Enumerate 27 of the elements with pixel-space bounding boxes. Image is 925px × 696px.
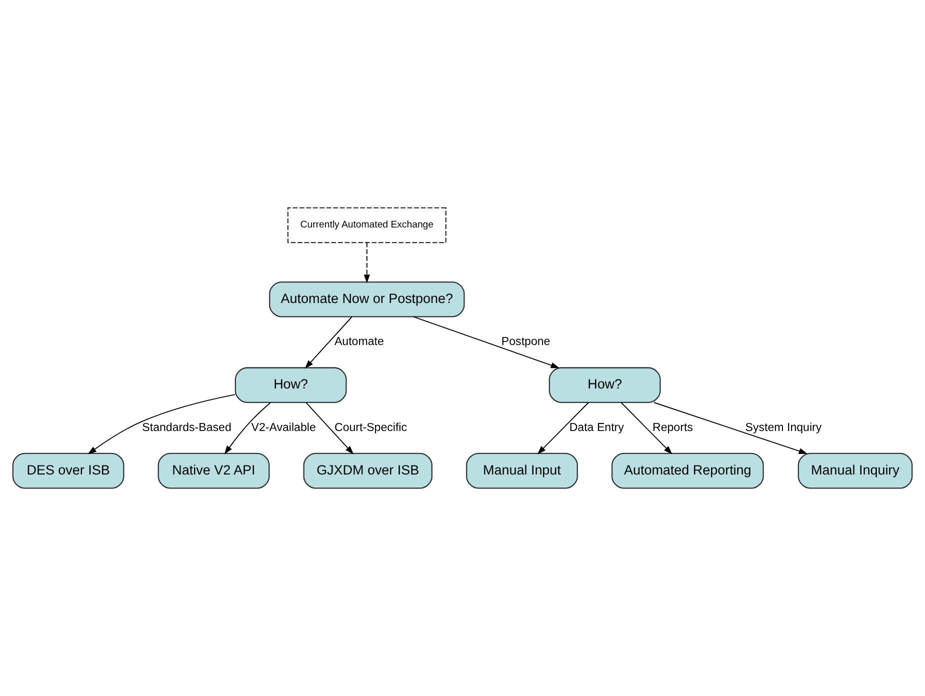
edge-label: Data Entry bbox=[569, 422, 624, 434]
arrow bbox=[306, 402, 354, 454]
node-box: Manual Input bbox=[466, 452, 578, 489]
arrow bbox=[413, 316, 560, 368]
edge-label: Automate bbox=[334, 336, 384, 348]
edge-label: Court-Specific bbox=[334, 422, 408, 434]
node-box: Native V2 API bbox=[158, 452, 270, 489]
node-box: Manual Inquiry bbox=[798, 452, 913, 489]
arrow bbox=[620, 402, 672, 454]
node-box: GJXDM over ISB bbox=[303, 452, 432, 489]
edge-label: V2-Available bbox=[251, 422, 316, 434]
arrow bbox=[364, 242, 370, 284]
node-box: Currently Automated Exchange bbox=[287, 207, 446, 244]
arrow bbox=[88, 394, 236, 454]
edge-label: System Inquiry bbox=[745, 422, 822, 434]
node-box: DES over ISB bbox=[12, 452, 124, 489]
node-box: How? bbox=[548, 367, 661, 403]
edge-label: Postpone bbox=[501, 336, 550, 348]
arrow bbox=[537, 402, 589, 454]
node-box: Automate Now or Postpone? bbox=[269, 281, 465, 318]
arrow bbox=[224, 402, 271, 454]
edge-label: Reports bbox=[652, 422, 693, 434]
edge-label: Standards-Based bbox=[142, 422, 232, 434]
node-box: Automated Reporting bbox=[611, 452, 764, 489]
node-box: How? bbox=[234, 367, 347, 403]
arrow bbox=[304, 316, 352, 369]
arrow bbox=[654, 402, 808, 454]
